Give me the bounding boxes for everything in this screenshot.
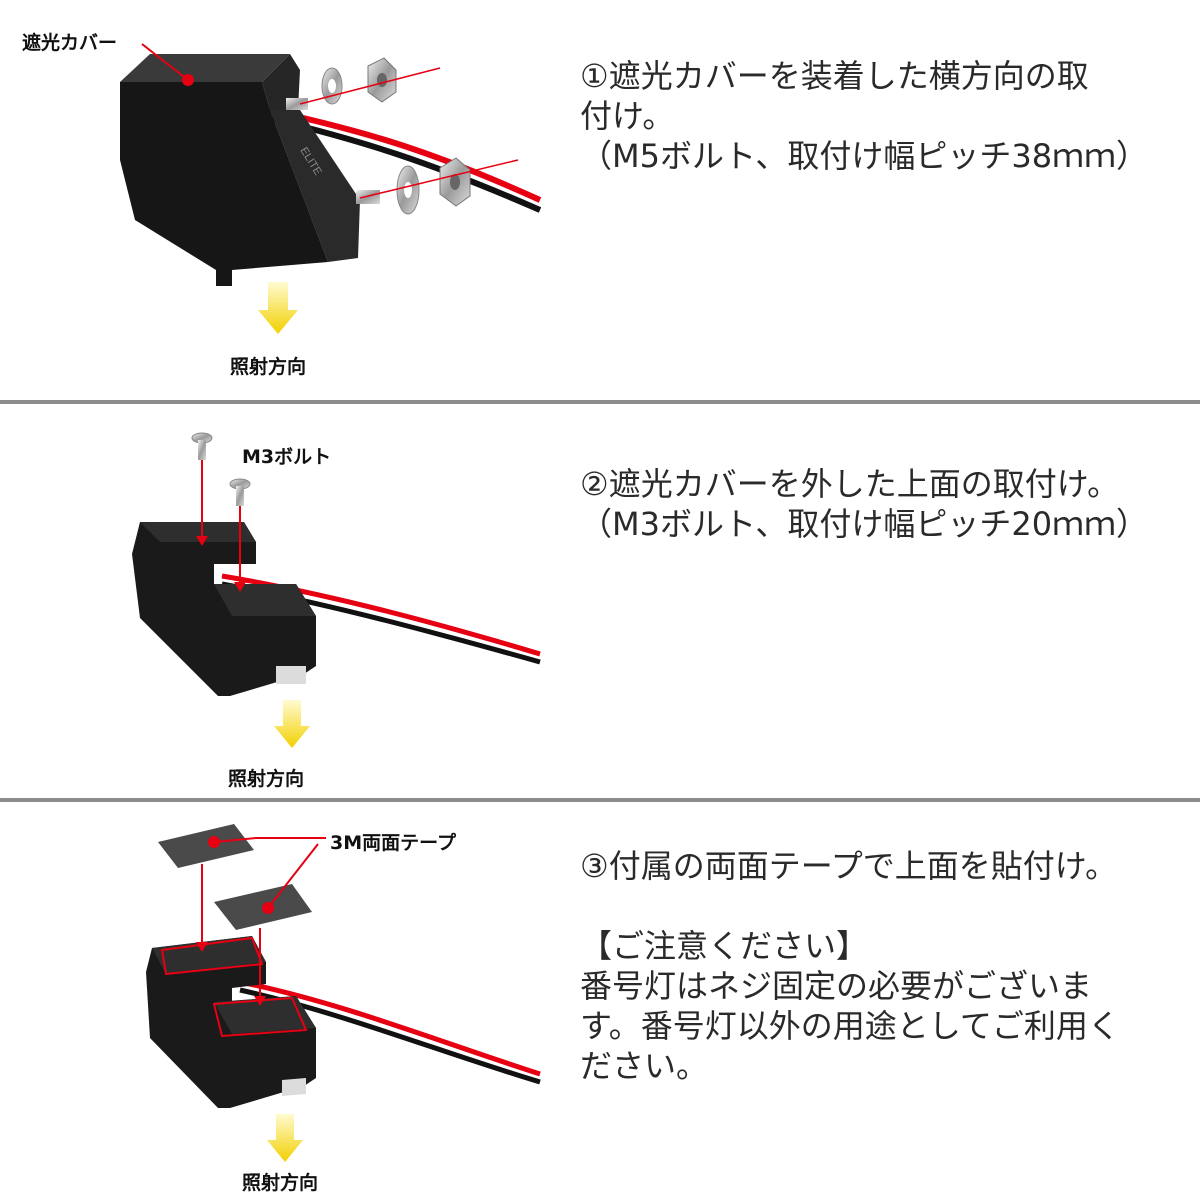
desc-line: ②遮光カバーを外した上面の取付け。 — [580, 465, 1120, 503]
desc-line: （M5ボルト、取付け幅ピッチ38ｍｍ） — [580, 137, 1149, 175]
cover-label: 遮光カバー — [22, 32, 118, 54]
cover-pointer-line — [141, 43, 189, 81]
direction-label: 照射方向 — [228, 768, 305, 790]
cover-pointer-dot — [182, 74, 194, 86]
guide-line-upper — [299, 67, 441, 105]
top-bolt-mount-illustration — [132, 432, 541, 748]
direction-label: 照射方向 — [230, 356, 307, 378]
bolt-stud-upper — [286, 98, 308, 110]
tape-label: 3M両面テープ — [330, 832, 456, 854]
nut-lower — [439, 157, 471, 207]
section-top-bolt-mount: M3ボルト 照射方向 ②遮光カバーを外した上面の取付け。 （M3ボルト、取付け幅… — [0, 404, 1200, 798]
side-mount-illustration: ELITE — [120, 43, 542, 334]
desc-line: ③付属の両面テープで上面を貼付け。 — [580, 847, 1118, 885]
tape-pad-upper — [158, 824, 254, 868]
desc-line: 付け。 — [580, 97, 675, 135]
direction-arrow-icon — [267, 1114, 303, 1162]
direction-label: 照射方向 — [242, 1172, 319, 1194]
bolt-stud-lower — [356, 190, 380, 204]
lamp-body — [132, 522, 316, 696]
lamp-body — [146, 936, 316, 1108]
washer-upper — [321, 67, 343, 105]
notice-line: 番号灯はネジ固定の必要がございま — [580, 967, 1093, 1005]
tape-mount-illustration — [146, 824, 541, 1162]
washer-lower — [396, 165, 420, 215]
notice-line: す。番号灯以外の用途としてご利用く — [580, 1007, 1120, 1045]
guide-line-lower — [359, 159, 519, 199]
section-divider — [0, 798, 1200, 802]
notice-heading: 【ご注意ください】 — [580, 927, 869, 965]
m3-screw-icon — [191, 432, 213, 460]
direction-arrow-icon — [258, 282, 298, 334]
tape-area-outline — [160, 936, 264, 976]
notice-line: ださい。 — [580, 1047, 709, 1085]
direction-arrow-icon — [274, 700, 310, 748]
section-side-mount: ELITE — [0, 0, 1200, 400]
lamp-body: ELITE — [120, 54, 360, 286]
section-tape-mount: 3M両面テープ 照射方向 ③付属の両面テープで上面を貼付け。 【ご注意ください】… — [0, 802, 1200, 1200]
m3-screw-icon — [229, 478, 251, 506]
desc-line: （M3ボルト、取付け幅ピッチ20ｍｍ） — [580, 505, 1149, 543]
m3-bolt-label: M3ボルト — [242, 446, 332, 468]
tape-area-outline — [212, 996, 308, 1038]
top-bolt-mount-description: ②遮光カバーを外した上面の取付け。 （M3ボルト、取付け幅ピッチ20ｍｍ） — [580, 464, 1148, 544]
section-divider — [0, 400, 1200, 404]
desc-line: ①遮光カバーを装着した横方向の取 — [580, 57, 1089, 95]
tape-mount-description: ③付属の両面テープで上面を貼付け。 【ご注意ください】 番号灯はネジ固定の必要が… — [580, 846, 1120, 1086]
side-mount-description: ①遮光カバーを装着した横方向の取 付け。 （M5ボルト、取付け幅ピッチ38ｍｍ） — [580, 56, 1148, 176]
